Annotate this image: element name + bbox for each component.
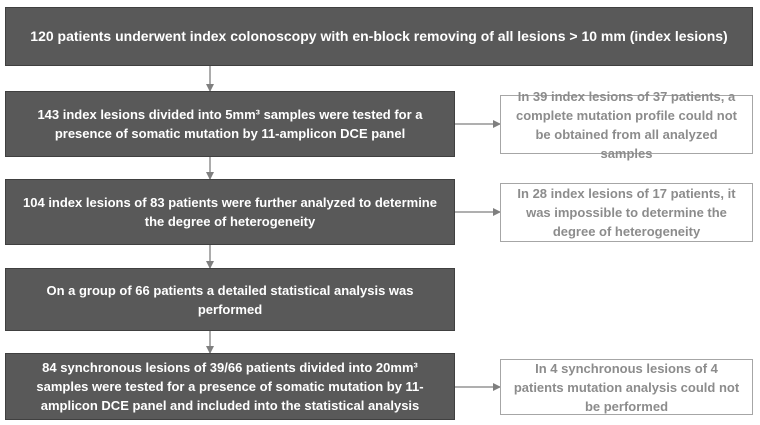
exclusion-box-2-text: In 28 index lesions of 17 patients, it w…	[517, 186, 736, 239]
flow-step-2-text: 143 index lesions divided into 5mm³ samp…	[37, 107, 423, 141]
exclusion-box-1: In 39 index lesions of 37 patients, a co…	[500, 89, 753, 161]
flow-step-1: 120 patients underwent index colonoscopy…	[5, 7, 753, 66]
flow-step-2: 143 index lesions divided into 5mm³ samp…	[5, 91, 455, 157]
exclusion-box-3-text: In 4 synchronous lesions of 4 patients m…	[513, 360, 740, 414]
flow-step-3-text: 104 index lesions of 83 patients were fu…	[23, 195, 437, 229]
flow-step-4: On a group of 66 patients a detailed sta…	[5, 268, 455, 331]
exclusion-box-2: In 28 index lesions of 17 patients, it w…	[500, 183, 753, 242]
flow-step-3: 104 index lesions of 83 patients were fu…	[5, 179, 455, 245]
flow-step-5-text: 84 synchronous lesions of 39/66 patients…	[36, 360, 424, 413]
flow-step-4-text: On a group of 66 patients a detailed sta…	[46, 282, 414, 317]
flow-step-1-text: 120 patients underwent index colonoscopy…	[30, 28, 728, 44]
flow-step-5: 84 synchronous lesions of 39/66 patients…	[5, 353, 455, 420]
exclusion-box-1-text: In 39 index lesions of 37 patients, a co…	[516, 88, 737, 161]
exclusion-box-3: In 4 synchronous lesions of 4 patients m…	[500, 359, 753, 415]
